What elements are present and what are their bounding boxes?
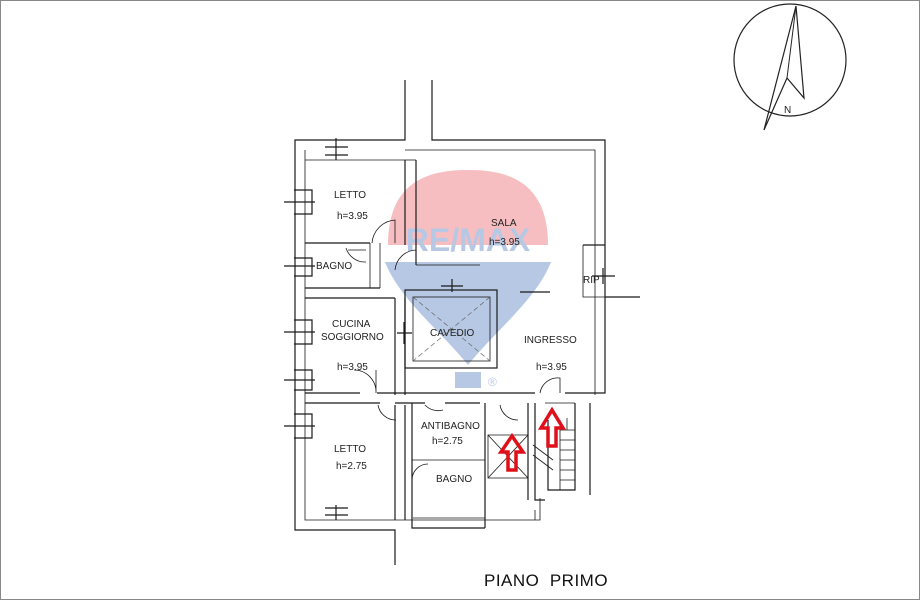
room-ingresso-height: h=3.95: [536, 362, 567, 373]
room-cucina-height: h=3.95: [337, 362, 368, 373]
room-bagno-bottom-name: BAGNO: [436, 474, 472, 485]
room-letto-top-name: LETTO: [334, 190, 366, 201]
room-antibagno-height: h=2.75: [432, 436, 463, 447]
room-sala-name: SALA: [491, 218, 517, 229]
walls: [294, 80, 640, 565]
cavedio-shaft: [404, 289, 498, 369]
room-ingresso-name: INGRESSO: [524, 335, 577, 346]
room-letto-bottom-name: LETTO: [334, 444, 366, 455]
compass-ring: [733, 3, 847, 117]
entry-arrow-elevator-icon: [497, 432, 527, 472]
windows: [284, 138, 615, 520]
room-cavedio-name: CAVEDIO: [430, 328, 474, 339]
room-sala-height: h=3.95: [489, 237, 520, 248]
svg-text:®: ®: [488, 375, 497, 389]
north-compass: N: [733, 3, 847, 131]
room-cucina-line1: CUCINA: [332, 319, 371, 330]
floor-title: PIANO PRIMO: [484, 571, 608, 590]
svg-text:RE/MAX: RE/MAX: [406, 222, 531, 258]
room-antibagno-name: ANTIBAGNO: [421, 421, 480, 432]
room-letto-top-height: h=3.95: [337, 211, 368, 222]
doors: [345, 219, 561, 481]
room-cucina-line2: SOGGIORNO: [321, 332, 384, 343]
room-rip-name: RIP: [583, 275, 600, 286]
room-bagno-top-name: BAGNO: [316, 261, 352, 272]
entry-arrow-stair-icon: [537, 406, 567, 448]
room-letto-bottom-height: h=2.75: [336, 461, 367, 472]
remax-watermark: RE/MAX ®: [385, 170, 551, 389]
compass-north-label: N: [784, 105, 791, 116]
